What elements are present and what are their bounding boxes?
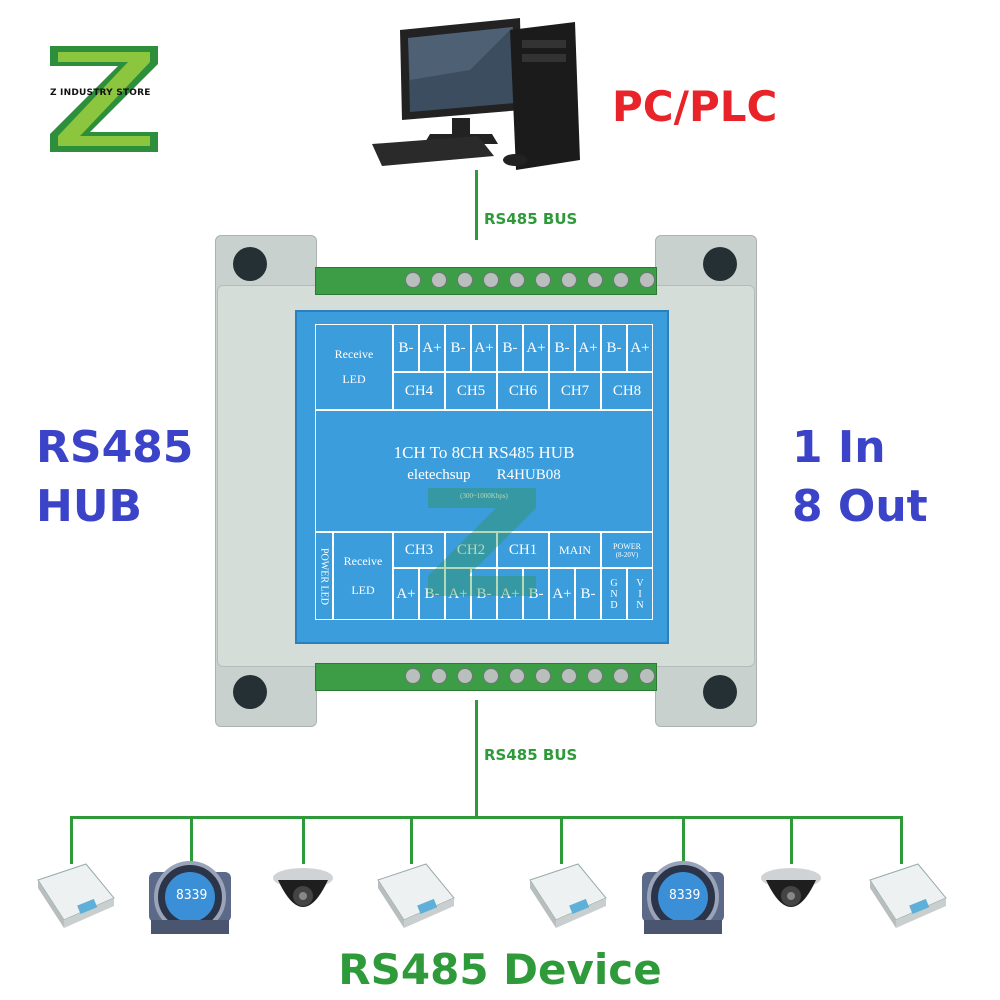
left-label-line1: RS485 [36,422,194,473]
bus-drop-line [410,816,413,864]
device-title: RS485 Device [338,945,662,994]
bottom-channel: CH1 [497,532,549,568]
top-pin: A+ [627,324,653,372]
mount-hole [233,247,267,281]
bottom-screws [405,668,655,686]
bottom-receive-led-cell: Receive LED [333,532,393,620]
bottom-pin: B- [523,568,549,620]
power-range-text: (8-20V) [615,550,639,559]
top-pin: A+ [419,324,445,372]
top-pin: B- [601,324,627,372]
hub-label-panel: Receive LED B- A+ B- A+ B- A+ B- A+ B- A… [295,310,669,644]
bottom-led-text: LED [351,583,375,597]
hub-title: 1CH To 8CH RS485 HUB [393,442,575,462]
computer-icon [372,18,580,170]
scale-icon [370,858,460,933]
mount-hole [703,247,737,281]
store-logo [40,40,170,160]
right-label-line2: 8 Out [792,481,928,533]
meter-reading: 8339 [669,888,701,903]
camera-icon [756,864,826,929]
top-pin: A+ [523,324,549,372]
top-pin: B- [549,324,575,372]
top-pin: B- [497,324,523,372]
bottom-bus-line [475,700,478,818]
logo-text: Z INDUSTRY STORE [50,88,151,98]
scale-icon [862,858,952,933]
top-led-text: LED [342,372,366,386]
hub-title-block: 1CH To 8CH RS485 HUB eletechsup R4HUB08 … [315,410,653,532]
bottom-pin: A+ [445,568,471,620]
left-label-line2: HUB [36,481,143,533]
right-label-line1: 1 In [792,422,886,473]
meter-reading: 8339 [176,888,208,903]
meter-icon: 8339 [638,852,728,943]
bottom-pin: A+ [497,568,523,620]
gnd-pin: GND [601,568,627,620]
top-channel: CH4 [393,372,445,410]
pc-illustration [370,10,590,180]
vin-pin: VIN [627,568,653,620]
power-led-cell: POWER LED [315,532,333,620]
bottom-channel: CH2 [445,532,497,568]
bus-drop-line [190,816,193,864]
hub-speed: (300~1000Kbps) [460,492,508,500]
z-logo-icon [50,46,158,152]
top-channel: CH5 [445,372,497,410]
top-channel: CH6 [497,372,549,410]
scale-icon [522,858,612,933]
bus-drop-line [682,816,685,864]
mount-hole [703,675,737,709]
top-receive-led-cell: Receive LED [315,324,393,410]
power-text: POWER [613,541,641,551]
mount-hole [233,675,267,709]
bottom-bus-label: RS485 BUS [484,746,578,764]
scale-icon [30,858,120,933]
top-screws [405,272,655,290]
bus-drop-line [560,816,563,864]
top-receive-text: Receive [334,347,374,361]
top-bus-label: RS485 BUS [484,210,578,228]
bottom-channel: MAIN [549,532,601,568]
left-label: RS485 HUB [36,418,193,537]
top-channel: CH8 [601,372,653,410]
top-channel: CH7 [549,372,601,410]
bus-trunk-line [70,816,902,819]
hub-model: R4HUB08 [496,466,561,483]
bus-drop-line [302,816,305,864]
top-bus-line [475,170,478,240]
bottom-pin: B- [419,568,445,620]
bus-drop-line [900,816,903,864]
top-pin: B- [445,324,471,372]
bottom-pin: B- [471,568,497,620]
bus-drop-line [790,816,793,864]
top-pin: A+ [575,324,601,372]
power-cell: POWER (8-20V) [601,532,653,568]
bottom-channel: CH3 [393,532,445,568]
pc-plc-label: PC/PLC [612,82,778,131]
bottom-pin: B- [575,568,601,620]
hub-device: Receive LED B- A+ B- A+ B- A+ B- A+ B- A… [215,235,757,727]
bottom-pin: A+ [393,568,419,620]
z-watermark-icon [428,488,536,596]
hub-brand-row: eletechsup R4HUB08 [407,467,561,484]
camera-icon [268,864,338,929]
bottom-pin: A+ [549,568,575,620]
top-pin: A+ [471,324,497,372]
meter-icon: 8339 [145,852,235,943]
right-label: 1 In 8 Out [792,418,928,537]
bus-drop-line [70,816,73,864]
bottom-receive-text: Receive [343,554,383,568]
hub-brand: eletechsup [407,466,471,483]
top-pin: B- [393,324,419,372]
